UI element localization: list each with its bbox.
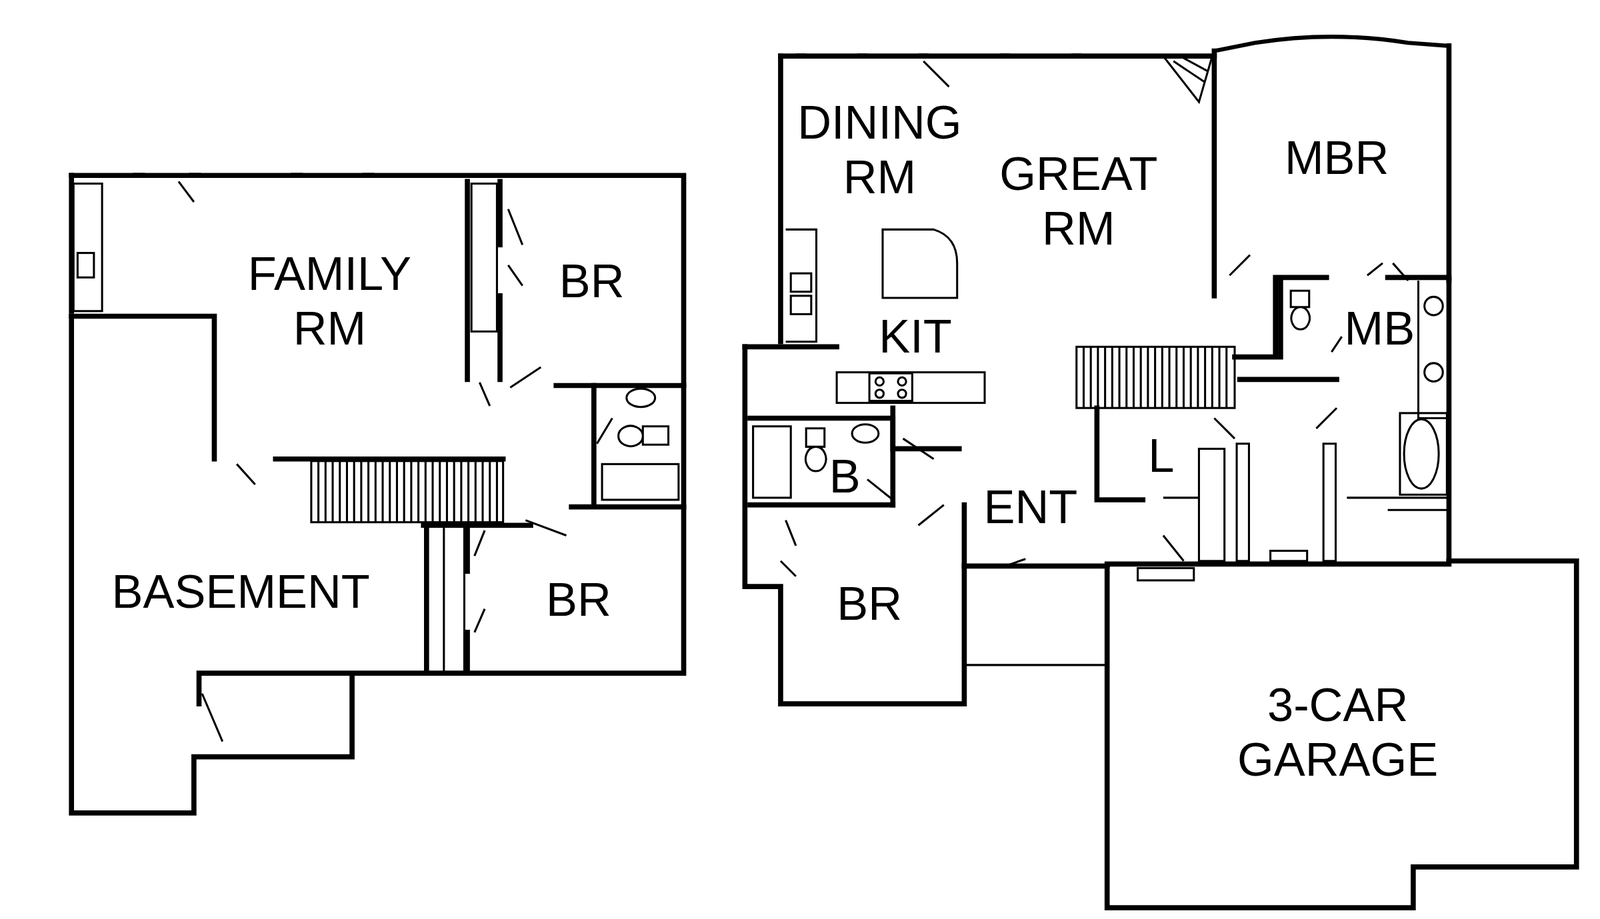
room-label: MBR bbox=[1284, 130, 1389, 186]
room-label: ENT bbox=[984, 480, 1078, 535]
room-label: MB bbox=[1344, 301, 1416, 356]
room-label: 3-CAR GARAGE bbox=[1215, 678, 1460, 788]
room-label: KIT bbox=[878, 309, 952, 364]
room-label: DINING RM bbox=[777, 95, 982, 206]
walls bbox=[71, 46, 1577, 908]
room-label: BR bbox=[836, 576, 902, 632]
fixtures bbox=[73, 36, 1449, 742]
room-label: BR bbox=[546, 572, 612, 628]
room-label: B bbox=[829, 449, 861, 504]
room-label: GREAT RM bbox=[976, 146, 1181, 256]
room-label: BASEMENT bbox=[112, 564, 370, 620]
room-label: L bbox=[1148, 428, 1174, 484]
room-label: FAMILY RM bbox=[217, 246, 442, 356]
room-label: BR bbox=[559, 254, 625, 309]
